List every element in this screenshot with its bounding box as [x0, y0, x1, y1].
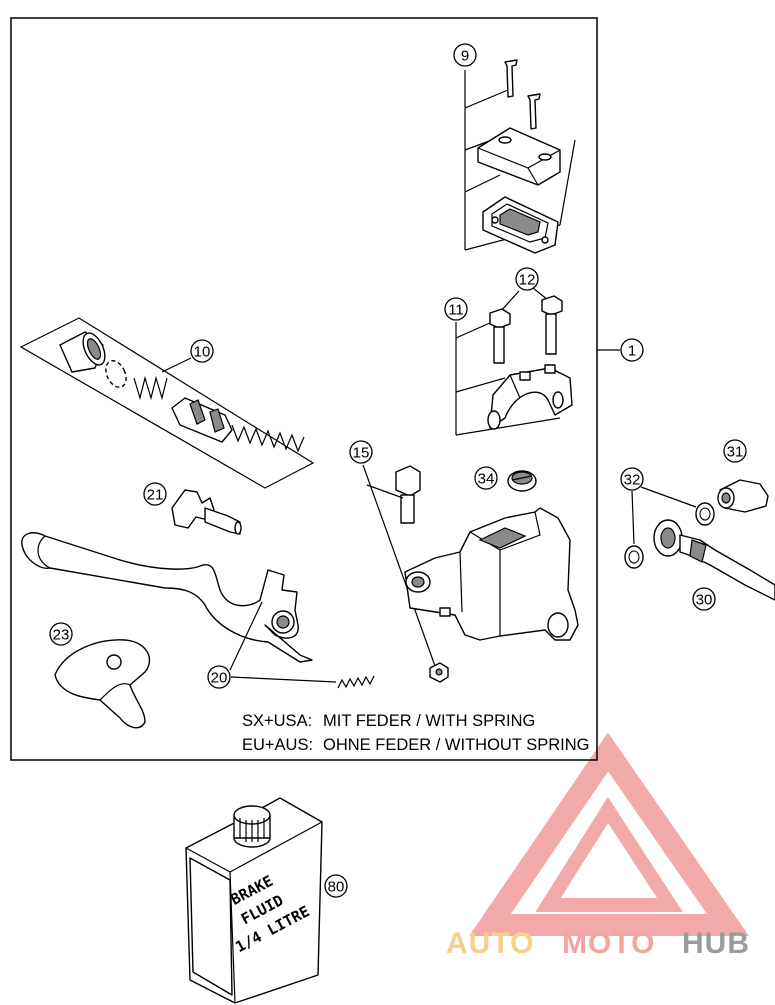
watermark-logo: AUTO MOTO HUB: [446, 732, 750, 960]
callout-21-label: 21: [147, 487, 164, 504]
callout-9-label: 9: [461, 48, 469, 65]
part-34-sight-glass-group: [507, 470, 537, 492]
callout-10-label: 10: [194, 344, 211, 361]
watermark-text-hub: HUB: [682, 927, 750, 960]
part-80-brake-fluid-bottle: BRAKE FLUID 1/4 LITRE: [185, 797, 323, 1004]
part-21-adjuster-group: [171, 489, 242, 535]
callout-31-label: 31: [727, 444, 744, 461]
watermark-text-auto: AUTO: [446, 927, 534, 960]
callout-20-circle: [207, 665, 231, 689]
callout-34-label: 34: [478, 471, 495, 488]
part-9-reservoir-cover-group: [464, 59, 576, 254]
callout-9-circle: [453, 43, 477, 67]
callout-20-label: 20: [211, 670, 228, 687]
note-line-2-variant: EU+AUS:: [242, 736, 313, 754]
part-20-brake-lever-group: [21, 532, 375, 689]
callout-21-circle: [143, 482, 167, 506]
callout-23-label: 23: [53, 627, 70, 644]
callout-1-label: 1: [628, 343, 636, 360]
callout-32-circle: [620, 467, 644, 491]
callout-1-circle: [620, 338, 644, 362]
note-line-1-text: MIT FEDER / WITH SPRING: [323, 712, 535, 730]
callout-34-circle: [474, 466, 498, 490]
callout-31-circle: [723, 439, 747, 463]
callout-32-label: 32: [624, 472, 641, 489]
callout-11-label: 11: [448, 302, 464, 319]
callout-12-label: 12: [519, 272, 536, 289]
assembly-frame: [10, 17, 598, 761]
callout-15-label: 15: [353, 445, 370, 462]
callout-30-label: 30: [696, 592, 713, 609]
callout-15-circle: [349, 440, 373, 464]
note-line-1-variant: SX+USA:: [242, 712, 312, 730]
part-15-pivot-bolt-group: [362, 464, 449, 683]
callout-80-label: 80: [328, 879, 345, 896]
watermark-inner-triangle-icon: [535, 797, 683, 912]
watermark-triangle-icon: [469, 732, 750, 936]
part-10-piston-kit-group: [19, 317, 315, 489]
callout-80-circle: [324, 874, 348, 898]
callout-30-circle: [692, 587, 716, 611]
callout-10-circle: [190, 339, 214, 363]
part-30-brake-line-group: [653, 519, 775, 601]
master-cylinder-body: [404, 507, 579, 641]
part-31-banjo-bolt-group: [717, 479, 769, 513]
note-line-2-text: OHNE FEDER / WITHOUT SPRING: [323, 736, 589, 754]
part-32-washers-group: [624, 486, 715, 569]
part-11-handlebar-clamp-group: [455, 287, 573, 436]
part-23-lever-cover-group: [54, 639, 151, 729]
callout-12-circle: [515, 267, 539, 291]
watermark-text-moto: MOTO: [562, 927, 655, 960]
callout-23-circle: [49, 622, 73, 646]
callout-11-circle: [444, 297, 468, 321]
